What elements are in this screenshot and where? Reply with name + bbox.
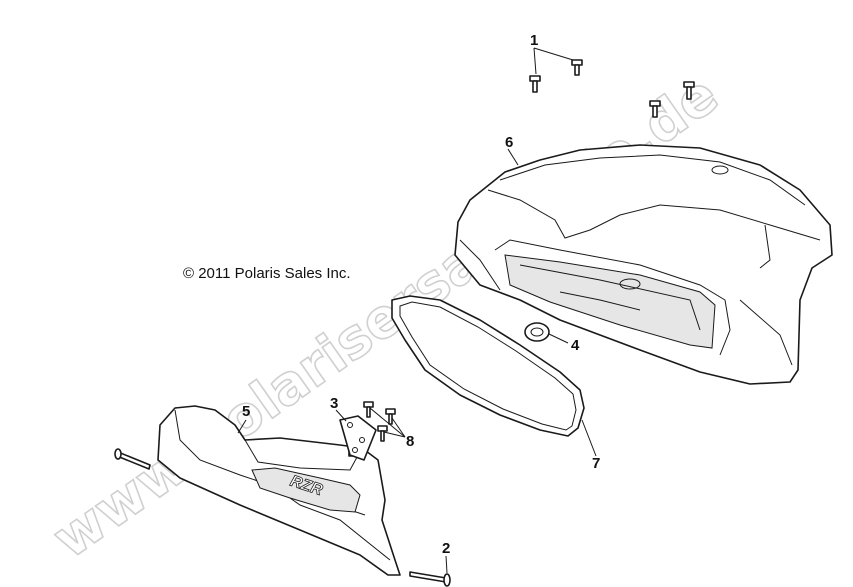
copyright-text: © 2011 Polaris Sales Inc. xyxy=(183,265,351,282)
part-2-pin xyxy=(409,571,451,587)
screw-icon xyxy=(683,81,695,100)
pin-left xyxy=(114,448,151,470)
part-4-grommet xyxy=(524,322,550,342)
part-3-bracket xyxy=(339,415,377,461)
callout-1: 1 xyxy=(530,32,538,49)
part-8-screws xyxy=(363,401,396,442)
callout-3: 3 xyxy=(330,395,338,412)
screw-icon xyxy=(529,75,541,93)
screw-icon xyxy=(363,401,374,418)
screw-icon xyxy=(385,408,396,425)
callout-6: 6 xyxy=(505,134,513,151)
screw-icon xyxy=(649,100,661,118)
callout-4: 4 xyxy=(571,337,580,354)
screw-icon xyxy=(377,425,388,442)
callout-2: 2 xyxy=(442,540,450,557)
part-5-door xyxy=(157,405,401,576)
part-1-screws xyxy=(529,59,695,118)
callout-8: 8 xyxy=(406,433,414,450)
part-7-gasket xyxy=(391,295,585,437)
callout-7: 7 xyxy=(592,455,600,472)
screw-icon xyxy=(571,59,583,76)
callout-5: 5 xyxy=(242,403,250,420)
part-6-storage-box xyxy=(454,144,833,385)
leader-lines xyxy=(237,47,597,574)
callouts: 1 6 4 5 3 8 7 2 xyxy=(242,32,600,557)
